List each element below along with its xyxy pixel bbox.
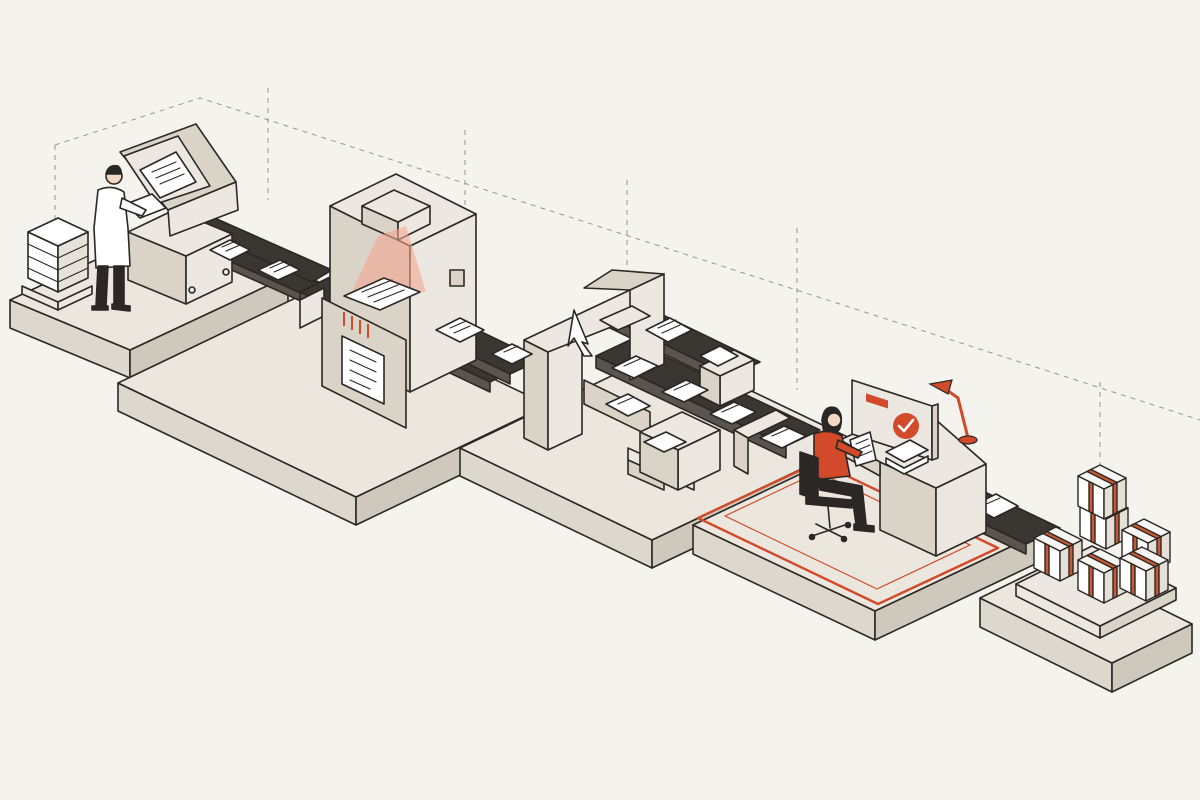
intake-machine	[119, 123, 239, 305]
document	[491, 343, 533, 365]
document	[611, 355, 659, 379]
document	[759, 425, 807, 449]
packaged-box	[1077, 548, 1127, 604]
document	[643, 431, 687, 453]
box-strap-top	[1086, 552, 1118, 570]
intake-worker	[91, 164, 147, 312]
box-strap	[1112, 481, 1118, 516]
box-strap-top	[1130, 522, 1162, 540]
packaged-box	[1033, 526, 1083, 582]
document	[605, 393, 651, 417]
box-strap-top	[1086, 468, 1118, 486]
packaged-box	[1119, 546, 1169, 602]
sorting-station	[523, 269, 791, 491]
box-strap	[1112, 565, 1118, 600]
box-strap	[1088, 564, 1094, 599]
box-strap	[1114, 511, 1120, 546]
packaged-box	[1077, 464, 1127, 520]
document	[699, 345, 739, 367]
box-strap	[1130, 562, 1136, 597]
document	[257, 259, 301, 281]
box-strap	[1154, 563, 1160, 598]
document	[661, 379, 709, 403]
document	[209, 239, 251, 261]
document	[645, 317, 693, 343]
scanner-station	[299, 173, 477, 429]
check-circle-icon	[893, 413, 919, 439]
box-strap-top	[1128, 550, 1160, 568]
desk-lamp-icon	[928, 379, 978, 445]
reviewer-worker	[799, 406, 875, 543]
intake-paper-stack	[21, 217, 93, 311]
box-strap-top	[1042, 530, 1074, 548]
document	[435, 317, 485, 343]
box-strap	[1068, 543, 1074, 578]
scan-beam	[348, 226, 426, 300]
review-zone-marker	[696, 460, 1000, 606]
box-strap	[1044, 542, 1050, 577]
review-zone-marker-inner	[723, 471, 972, 590]
box-strap	[1088, 480, 1094, 515]
review-desk	[839, 379, 987, 557]
routing-arrow-icon	[567, 309, 593, 357]
document	[709, 401, 757, 425]
box-strap	[1090, 510, 1096, 545]
output-boxes	[1033, 464, 1171, 604]
